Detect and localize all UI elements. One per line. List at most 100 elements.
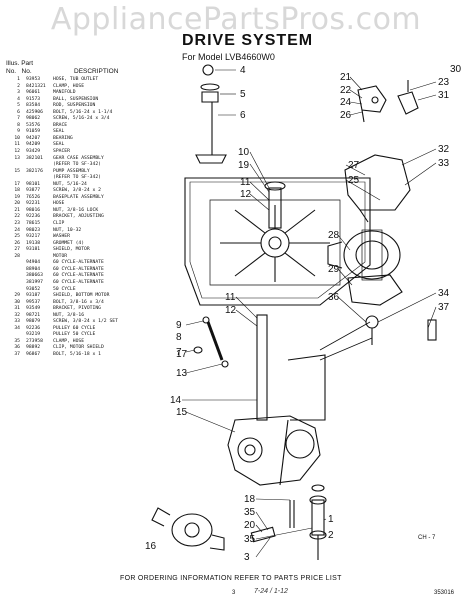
callout: 37 xyxy=(438,302,450,313)
part-description: BOLT, 5/16-18 x 1 xyxy=(53,351,101,357)
callout: 19 xyxy=(238,160,250,171)
part-number: 94904 xyxy=(26,260,41,266)
part-number: 380663 xyxy=(26,273,43,279)
callout: 9 xyxy=(176,320,182,331)
illus-label: Illus. xyxy=(6,60,20,67)
callout: 14 xyxy=(170,395,182,406)
part-description: (REFER TO SF-342) xyxy=(53,162,101,168)
part-no-label: No. xyxy=(21,68,32,75)
callout: 12 xyxy=(225,305,237,316)
part-number: 93181 xyxy=(26,247,41,253)
callout: 6 xyxy=(240,110,246,121)
part-description: 50 CYCLE xyxy=(53,286,76,292)
callout: 24 xyxy=(340,97,352,108)
part-description: SHIELD, MOTOR xyxy=(53,247,90,253)
callout: 2 xyxy=(328,530,334,541)
parts-list-row: (REFER TO SF-342) xyxy=(6,175,176,182)
part-number: 98079 xyxy=(26,319,41,325)
document-number: 353016 xyxy=(434,590,455,596)
callout: 28 xyxy=(328,230,340,241)
baseplate-assembly xyxy=(184,177,371,306)
callout: 3 xyxy=(244,552,250,563)
illus-number: 25 xyxy=(14,234,20,240)
illus-number: 5 xyxy=(17,103,20,109)
illus-number: 8 xyxy=(17,122,20,128)
model-subtitle: For Model LVB4660W0 xyxy=(182,52,275,62)
part-description: CLIP, MOTOR SHIELD xyxy=(53,345,104,351)
part-label: Part xyxy=(21,60,34,67)
illus-number: 10 xyxy=(14,135,20,141)
illus-number: 21 xyxy=(14,207,20,213)
part-description: NUT, 10-32 xyxy=(53,227,82,233)
callout: 20 xyxy=(244,520,256,531)
illus-number: 24 xyxy=(14,227,20,233)
illus-number: 26 xyxy=(14,240,20,246)
handwritten-note: 7-24 / 1-12 xyxy=(254,588,288,595)
callout: 5 xyxy=(240,89,246,100)
parts-list-header: Illus. Part No. No. DESCRIPTION xyxy=(6,60,118,76)
part-number: 98062 xyxy=(26,116,41,122)
callout: 25 xyxy=(348,175,360,186)
illus-number: 31 xyxy=(14,306,20,312)
part-description: (REFER TO SF-342) xyxy=(53,175,101,181)
illus-number: 37 xyxy=(14,351,20,357)
illus-number: 12 xyxy=(14,149,20,155)
callout: 33 xyxy=(438,158,450,169)
part-number: 93052 xyxy=(26,286,41,292)
part-number: 92236 xyxy=(26,325,41,331)
part-number: 96867 xyxy=(26,351,41,357)
illus-number: 22 xyxy=(14,214,20,220)
tub-outlet-hose xyxy=(309,484,327,540)
part-description: BRACKET, ADJUSTING xyxy=(53,214,104,220)
part-number: 93187 xyxy=(26,293,41,299)
callout: 26 xyxy=(340,110,352,121)
part-description: SPACER xyxy=(53,149,70,155)
part-description: ROD, SUSPENSION xyxy=(53,103,96,109)
callout: 8 xyxy=(176,332,182,343)
part-number: 93877 xyxy=(26,188,41,194)
part-description: 60 CYCLE-ALTERNATE xyxy=(53,273,104,279)
part-description: 60 CYCLE-ALTERNATE xyxy=(53,260,104,266)
callout: 1 xyxy=(328,514,334,525)
part-description: BOLT, 3/8-16 x 3/4 xyxy=(53,299,104,305)
part-number: 92231 xyxy=(26,201,41,207)
callout: 10 xyxy=(238,147,250,158)
part-description: BASEPLATE ASSEMBLY xyxy=(53,194,104,200)
parts-list-row: 380663 60 CYCLE-ALTERNATE xyxy=(6,273,176,280)
callout: 4 xyxy=(240,65,246,76)
spin-shaft xyxy=(256,314,268,421)
illus-number: 19 xyxy=(14,194,20,200)
callout: 22 xyxy=(340,85,352,96)
part-description: BEARING xyxy=(53,135,73,141)
part-number: 91573 xyxy=(26,96,41,102)
part-number: 94209 xyxy=(26,142,41,148)
illus-number: 11 xyxy=(14,142,20,148)
part-number: 273958 xyxy=(26,338,43,344)
callout: 34 xyxy=(438,288,450,299)
part-description: NUT, 5/16-24 xyxy=(53,181,87,187)
page-title: DRIVE SYSTEM xyxy=(182,32,314,49)
part-description: SCREW, 3/8-24 x 1/2 SET xyxy=(53,319,118,325)
illus-number: 35 xyxy=(14,338,20,344)
illus-no-label: No. xyxy=(6,68,17,75)
